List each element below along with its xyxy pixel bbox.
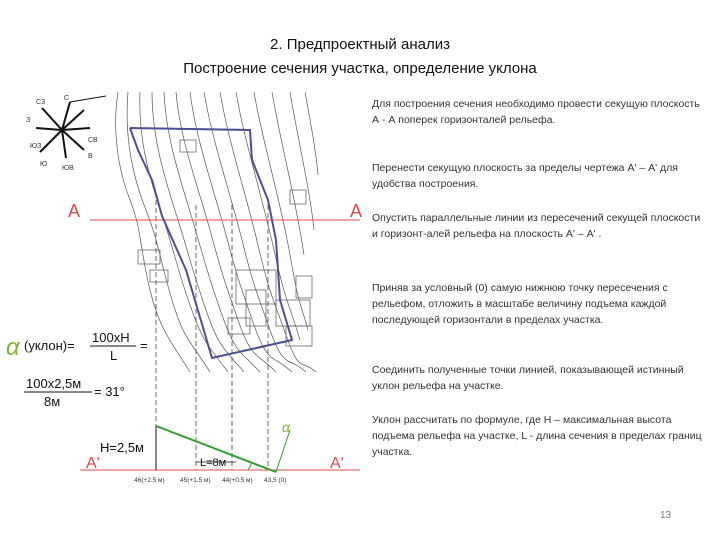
tick-label: 46(+2.5 м)	[134, 477, 165, 484]
slope-line	[155, 425, 277, 473]
angle-pointer	[275, 429, 291, 473]
compass-rose-icon: С СВ В ЮВ Ю ЮЗ З СЗ	[26, 95, 107, 172]
length-label: L=8м	[200, 457, 226, 469]
tick-label: 45(+1.5 м)	[180, 477, 211, 484]
compass-label: В	[88, 153, 93, 160]
tick-label: 44(+0.5 м)	[222, 477, 253, 484]
building-outlines	[137, 139, 313, 347]
site-boundary	[129, 127, 294, 360]
contour-lines	[115, 91, 319, 373]
compass-label: ЮВ	[62, 165, 74, 172]
paragraph-4: Приняв за условный (0) самую нижнюю точк…	[372, 282, 668, 326]
paragraph-2: Перенести секущую плоскость за пределы ч…	[372, 162, 678, 190]
projection-label-right: А'	[330, 455, 344, 472]
compass-label: СЗ	[36, 99, 45, 106]
compass-label: Ю	[40, 161, 47, 168]
calc-denominator: 8м	[44, 394, 60, 409]
section-label-right: А	[350, 201, 362, 221]
paragraph-1: Для построения сечения необходимо провес…	[372, 98, 700, 126]
compass-label: СВ	[88, 137, 98, 144]
paragraph-3: Опустить параллельные линии из пересечен…	[372, 212, 701, 240]
formula-lhs: (уклон)=	[24, 338, 75, 353]
projection-label-left: А'	[86, 455, 100, 472]
paragraph-6: Уклон рассчитать по формуле, где Н – мак…	[372, 414, 702, 458]
height-label: Н=2,5м	[100, 440, 144, 455]
formula-numerator: 100хН	[92, 330, 130, 345]
tick-label: 43,5 (0)	[264, 477, 286, 484]
projection-lines	[155, 200, 269, 470]
angle-symbol: α	[282, 419, 291, 435]
slide-subtitle: Построение сечения участка, определение …	[183, 60, 537, 77]
compass-label: ЮЗ	[30, 143, 41, 150]
compass-label: С	[64, 95, 69, 102]
calc-result: = 31°	[94, 384, 125, 399]
formula-denominator: L	[110, 348, 117, 363]
paragraph-5: Соединить полученные точки линией, показ…	[372, 364, 684, 392]
formula-equals: =	[140, 338, 148, 353]
page-number: 13	[660, 510, 672, 521]
calc-numerator: 100х2,5м	[26, 376, 81, 391]
angle-arc	[247, 461, 253, 471]
section-label-left: А	[68, 201, 80, 221]
compass-label: З	[26, 117, 30, 124]
alpha-symbol: α	[6, 334, 21, 361]
slide-title: 2. Предпроектный анализ	[270, 36, 450, 53]
